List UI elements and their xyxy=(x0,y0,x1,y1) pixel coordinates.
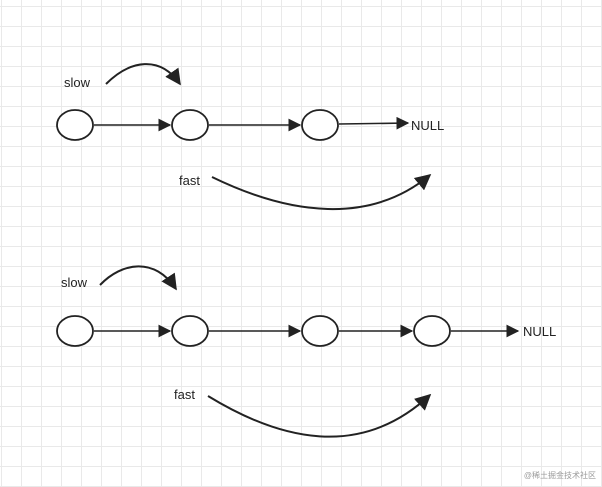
fast-step-arrow xyxy=(211,173,432,210)
diagram-odd-length: slow NULL fast xyxy=(56,63,444,210)
watermark: @稀土掘金技术社区 xyxy=(524,470,596,480)
next-pointer-arrow xyxy=(338,116,410,130)
list-node xyxy=(56,315,94,347)
fast-label: fast xyxy=(174,387,195,402)
list-node xyxy=(413,315,451,347)
slow-label: slow xyxy=(61,275,88,290)
null-label: NULL xyxy=(523,324,556,339)
diagram-even-length: slow NULL fast xyxy=(56,265,556,438)
list-node xyxy=(56,109,94,141)
null-label: NULL xyxy=(411,118,444,133)
list-node xyxy=(171,109,209,141)
slow-step-arrow xyxy=(99,265,177,291)
slow-step-arrow xyxy=(105,63,181,86)
list-node xyxy=(301,109,339,141)
list-node xyxy=(171,315,209,347)
fast-label: fast xyxy=(179,173,200,188)
slow-label: slow xyxy=(64,75,91,90)
fast-step-arrow xyxy=(207,393,432,438)
list-node xyxy=(301,315,339,347)
